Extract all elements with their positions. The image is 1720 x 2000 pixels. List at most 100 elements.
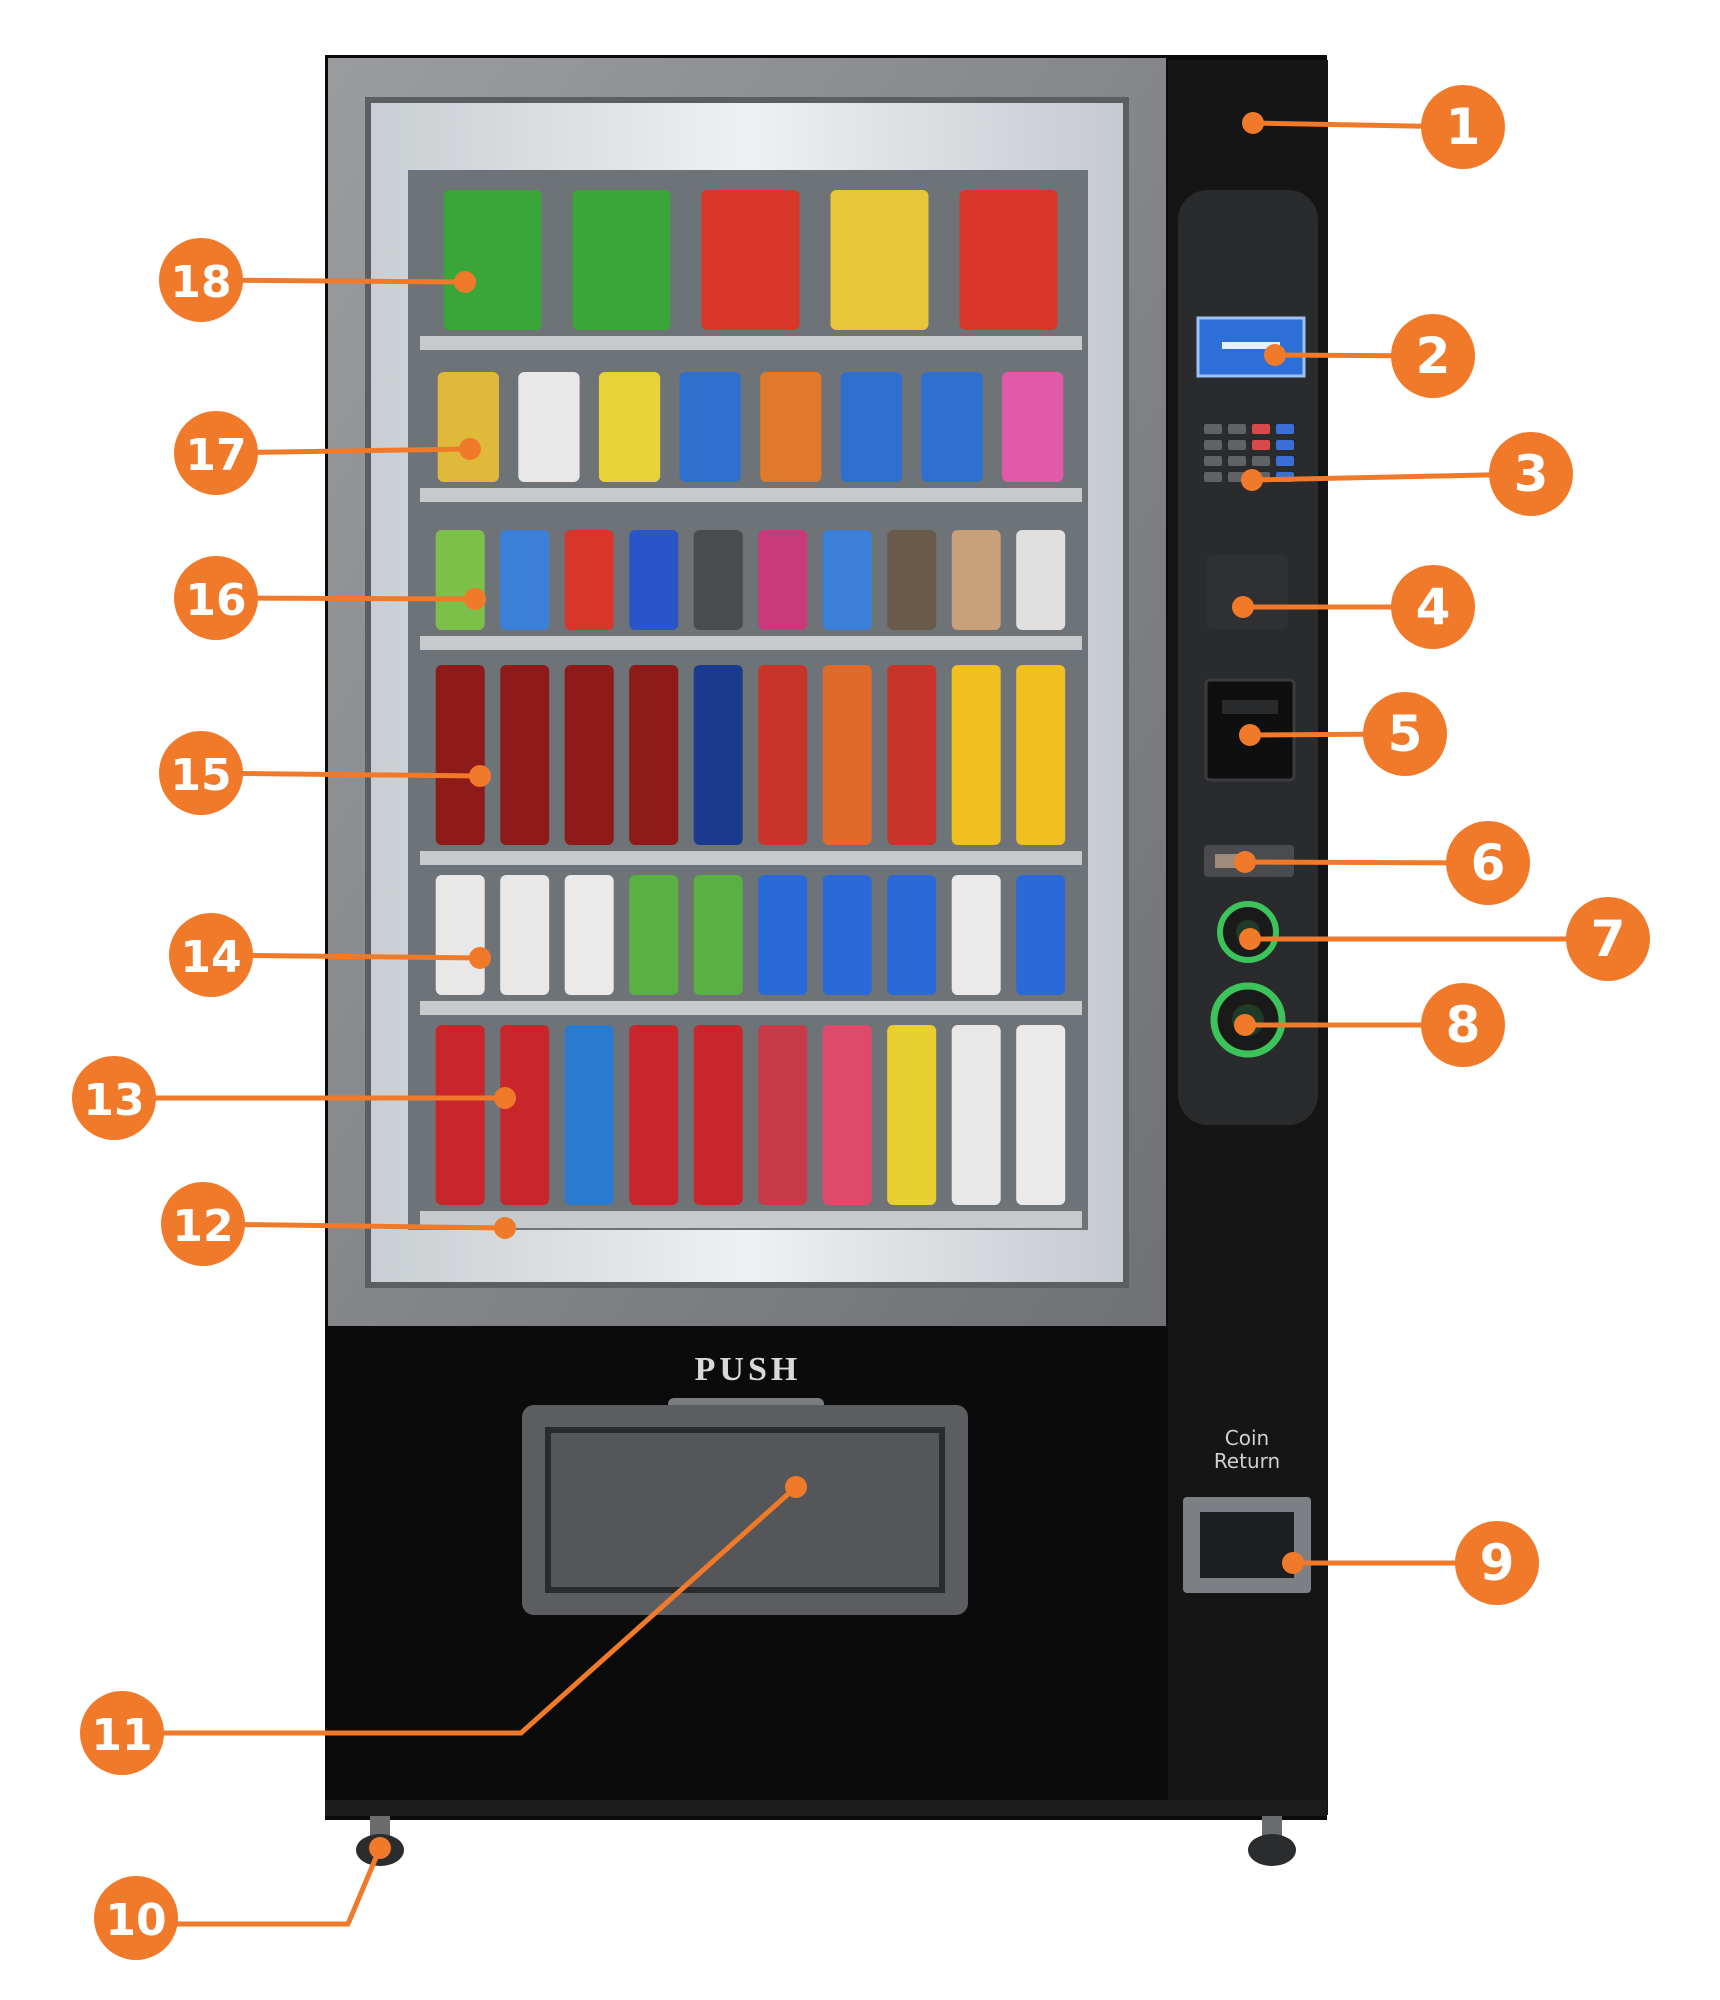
keypad-key[interactable]: [1276, 424, 1294, 434]
callout-leader-line: [202, 1221, 506, 1231]
product-item: [1016, 530, 1066, 630]
callout-badge: [174, 411, 258, 495]
product-item: [840, 372, 903, 482]
push-label: PUSH: [695, 1351, 802, 1388]
product-item: [598, 372, 661, 482]
keypad-key[interactable]: [1252, 424, 1270, 434]
callout-leader-line: [210, 952, 481, 961]
bill-acceptor-slot: [1222, 700, 1278, 714]
product-item: [679, 372, 741, 482]
keypad-key[interactable]: [1204, 456, 1222, 466]
callout-badge: [174, 556, 258, 640]
keypad-key[interactable]: [1228, 440, 1246, 450]
product-item: [887, 530, 937, 630]
callout-17: 17: [174, 411, 481, 495]
keypad[interactable]: [1204, 424, 1294, 482]
callout-number: 17: [185, 430, 246, 481]
callout-anchor-dot: [464, 588, 486, 610]
callout-anchor-dot: [1241, 469, 1263, 491]
keypad-key[interactable]: [1204, 440, 1222, 450]
callout-badge: [72, 1056, 156, 1140]
callout-number: 11: [91, 1710, 152, 1761]
callout-number: 1: [1446, 98, 1481, 156]
product-item: [693, 875, 743, 995]
keypad-key[interactable]: [1228, 456, 1246, 466]
keypad-key[interactable]: [1252, 440, 1270, 450]
callout-anchor-dot: [469, 765, 491, 787]
keypad-key[interactable]: [1276, 440, 1294, 450]
product-item: [500, 875, 550, 995]
callout-number: 9: [1480, 1534, 1515, 1592]
callout-5: 5: [1239, 692, 1447, 776]
callout-anchor-dot: [494, 1217, 516, 1239]
callout-anchor-dot: [469, 947, 491, 969]
product-item: [701, 190, 800, 330]
callout-leader-line: [136, 1847, 383, 1927]
callout-badge: [161, 1182, 245, 1266]
keypad-key[interactable]: [1204, 424, 1222, 434]
product-item: [572, 190, 671, 330]
product-item: [500, 530, 550, 630]
keypad-key[interactable]: [1276, 456, 1294, 466]
callout-3: 3: [1241, 432, 1573, 516]
callout-badge: [1391, 565, 1475, 649]
callout-number: 16: [185, 575, 246, 626]
callout-number: 5: [1388, 705, 1423, 763]
callout-number: 12: [172, 1201, 233, 1252]
product-item: [1016, 665, 1066, 845]
product-item: [830, 190, 929, 330]
coin-return-label-2: Return: [1214, 1449, 1280, 1473]
callout-15: 15: [159, 731, 491, 815]
display-text-bar: [1222, 342, 1280, 349]
callout-number: 4: [1416, 578, 1451, 636]
product-item: [959, 190, 1058, 330]
product-item: [951, 875, 1001, 995]
product-item: [435, 665, 485, 845]
callout-anchor-dot: [1232, 596, 1254, 618]
callout-badge: [1421, 983, 1505, 1067]
callout-badge: [159, 731, 243, 815]
callout-1: 1: [1242, 85, 1505, 169]
callout-badge: [80, 1691, 164, 1775]
product-item: [822, 530, 872, 630]
product-item: [518, 372, 580, 482]
delivery-flap-door[interactable]: [545, 1427, 945, 1593]
callout-leader-line: [215, 595, 476, 602]
callout-badge: [169, 913, 253, 997]
card-reader[interactable]: [1206, 555, 1288, 629]
product-item: [822, 665, 872, 845]
product-item: [629, 875, 679, 995]
product-item: [437, 372, 499, 482]
product-item: [758, 530, 808, 630]
product-item: [758, 875, 808, 995]
callout-badge: [1421, 85, 1505, 169]
keypad-key[interactable]: [1252, 456, 1270, 466]
callout-14: 14: [169, 913, 491, 997]
callout-9: 9: [1282, 1521, 1539, 1605]
callout-anchor-dot: [494, 1087, 516, 1109]
callout-number: 6: [1471, 834, 1506, 892]
callout-anchor-dot: [1239, 724, 1261, 746]
callout-anchor-dot: [454, 271, 476, 293]
callout-16: 16: [174, 556, 486, 640]
product-item: [1016, 875, 1066, 995]
product-item: [822, 1025, 872, 1205]
product-item: [435, 875, 485, 995]
callout-leader-line: [122, 1485, 798, 1736]
callout-2: 2: [1264, 314, 1475, 398]
keypad-key[interactable]: [1228, 424, 1246, 434]
callout-leader-line: [200, 770, 481, 779]
product-item: [1016, 1025, 1066, 1205]
callout-anchor-dot: [1282, 1552, 1304, 1574]
keypad-key[interactable]: [1204, 472, 1222, 482]
product-item: [760, 372, 822, 482]
shelf-rail: [420, 636, 1082, 650]
coin-return-label: Coin: [1225, 1426, 1269, 1450]
callout-number: 15: [170, 750, 231, 801]
product-shelves: [420, 190, 1082, 1228]
product-item: [1002, 372, 1064, 482]
shelf-rail: [420, 336, 1082, 350]
callout-badge: [94, 1876, 178, 1960]
